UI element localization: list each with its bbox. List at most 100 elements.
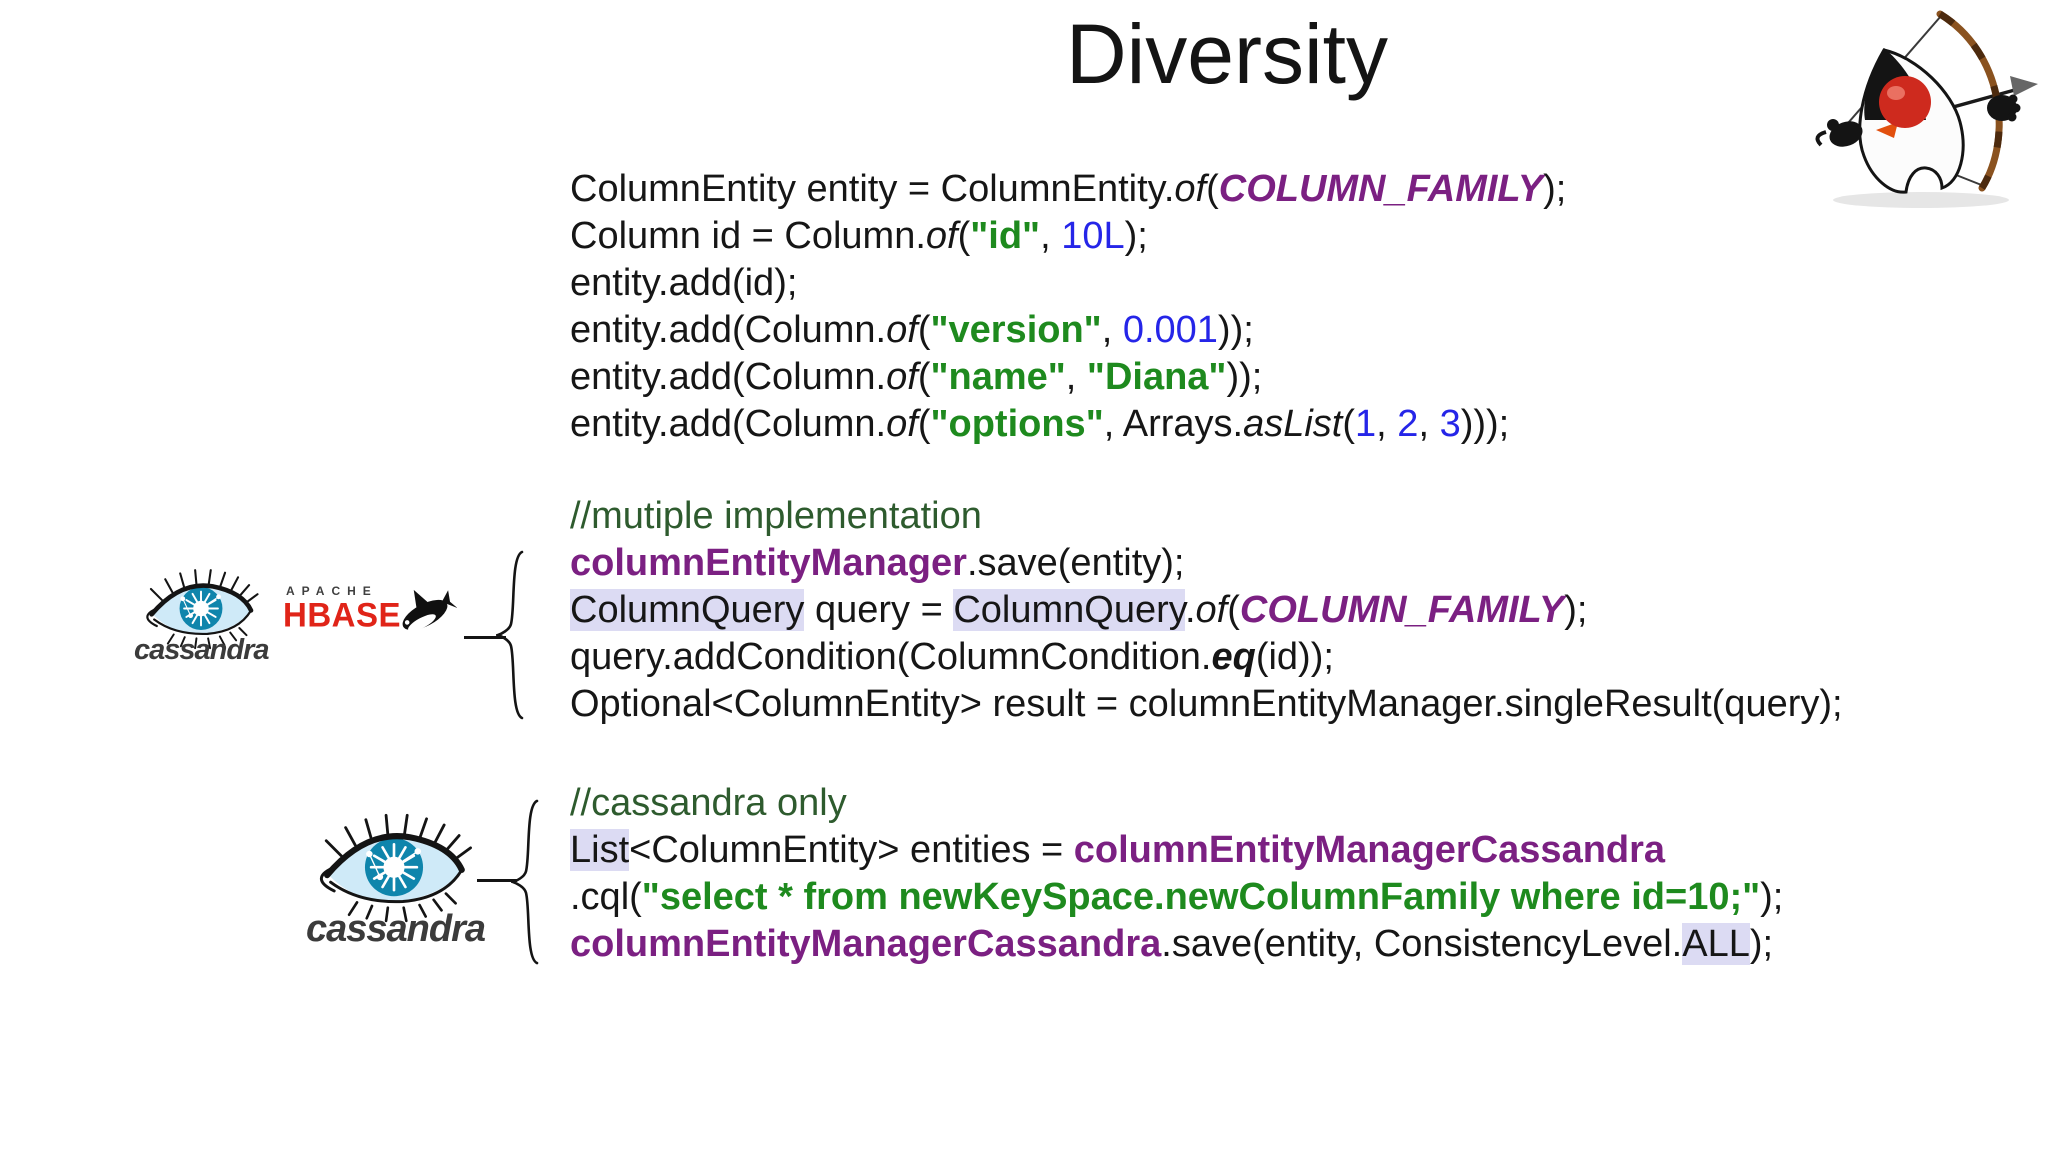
code-token: columnEntityManagerCassandra (570, 923, 1162, 965)
code-token: , Arrays. (1103, 403, 1244, 445)
code-line: List<ColumnEntity> entities = columnEnti… (570, 827, 1783, 874)
connector-line-cassandra (477, 879, 517, 882)
lower-eyelid (329, 868, 464, 904)
brace-multiple-implementation (496, 550, 524, 720)
code-token: )); (1226, 356, 1263, 398)
code-token: entity.add(Column. (570, 309, 887, 351)
orca-icon (402, 589, 457, 632)
code-token: ); (1760, 876, 1784, 918)
code-line: .cql("select * from newKeySpace.newColum… (570, 874, 1783, 921)
code-token: asList (1243, 403, 1343, 445)
code-token: , (1418, 403, 1440, 445)
duke-nose (1879, 76, 1931, 128)
bow-bands (1938, 11, 2003, 190)
code-token: List (570, 829, 630, 871)
hbase-apache-text: APACHE (286, 584, 378, 598)
code-line: ColumnEntity entity = ColumnEntity.of(CO… (570, 166, 1566, 213)
code-token: Optional<ColumnEntity> result = columnEn… (570, 683, 1843, 725)
code-line: entity.add(Column.of("options", Arrays.a… (570, 401, 1566, 448)
eyelashes-bottom (166, 627, 248, 650)
constellation (366, 848, 422, 881)
code-token: .save(entity, ConsistencyLevel. (1161, 923, 1683, 965)
code-token: //cassandra only (570, 782, 847, 824)
code-token: ); (1124, 215, 1148, 257)
code-token: "id" (970, 215, 1041, 257)
code-token: "name" (930, 356, 1066, 398)
code-token: 1 (1355, 403, 1377, 445)
archer-shadow (1833, 192, 2009, 208)
code-token: ))); (1460, 403, 1510, 445)
code-line: query.addCondition(ColumnCondition.eq(id… (570, 634, 1843, 681)
code-token: COLUMN_FAMILY (1218, 168, 1544, 210)
eyelashes-top (149, 569, 259, 603)
code-token: Column id = Column. (570, 215, 926, 257)
code-token: ColumnEntity entity = ColumnEntity. (570, 168, 1175, 210)
code-token: "select * from newKeySpace.newColumnFami… (641, 876, 1761, 918)
code-token: of (886, 309, 918, 351)
code-token: .cql( (570, 876, 642, 918)
code-token: ( (917, 309, 931, 351)
eye-corner (319, 866, 336, 893)
starburst-core (193, 600, 209, 617)
code-token: "Diana" (1086, 356, 1227, 398)
code-token: ); (1564, 589, 1588, 631)
upper-eyelid (324, 833, 465, 879)
code-token: , (1065, 356, 1087, 398)
code-line: entity.add(id); (570, 260, 1566, 307)
code-token: .save(entity); (966, 542, 1185, 584)
eyelashes-bottom (347, 892, 457, 923)
brace-cassandra-only (511, 799, 539, 965)
code-token: columnEntityManager (570, 542, 967, 584)
hbase-logo: APACHE HBASE (283, 584, 463, 648)
eyelashes-top (324, 813, 472, 859)
code-token: "version" (930, 309, 1102, 351)
starburst (369, 843, 419, 892)
code-token: of (886, 356, 918, 398)
code-token: ColumnQuery (953, 589, 1185, 631)
code-token: , (1376, 403, 1398, 445)
code-token: ( (917, 356, 931, 398)
code-token: of (1195, 589, 1228, 631)
code-line: //cassandra only (570, 780, 1783, 827)
code-token: query = (804, 589, 954, 631)
code-line: ColumnQuery query = ColumnQuery.of(COLUM… (570, 587, 1843, 634)
code-token: //mutiple implementation (570, 495, 982, 537)
code-token: ); (1543, 168, 1567, 210)
code-token: ( (1206, 168, 1219, 210)
right-hand (1987, 94, 2021, 122)
code-token: entity.add(Column. (570, 356, 887, 398)
code-token: ColumnQuery (570, 589, 805, 631)
code-token: of (886, 403, 918, 445)
code-line: Optional<ColumnEntity> result = columnEn… (570, 681, 1843, 728)
code-token: ); (1749, 923, 1774, 965)
cassandra-eye-icon (319, 813, 472, 923)
connector-line-hbase-cassandra (464, 636, 506, 639)
code-token: ( (957, 215, 971, 257)
upper-eyelid (149, 583, 254, 617)
code-token: of (1174, 168, 1207, 210)
code-line: Column id = Column.of("id", 10L); (570, 213, 1566, 260)
code-token: 10L (1061, 215, 1125, 257)
cassandra-eye-icon (146, 569, 259, 650)
code-token: ( (1227, 589, 1240, 631)
code-token: . (1184, 589, 1196, 631)
code-block-multiple-implementation: //mutiple implementation columnEntityMana… (570, 493, 1843, 728)
arrow-fletching (1876, 122, 1898, 138)
code-token: 3 (1439, 403, 1461, 445)
code-token: (id)); (1255, 636, 1334, 678)
arrowhead (2010, 76, 2038, 96)
cassandra-wordmark: cassandra (306, 908, 486, 950)
code-token: "options" (930, 403, 1104, 445)
code-token: entity.add(id); (570, 262, 798, 304)
lower-eyelid (153, 609, 253, 636)
code-token: eq (1211, 636, 1256, 678)
left-hand (1815, 119, 1863, 147)
code-token: <ColumnEntity> entities = (629, 829, 1074, 871)
code-token: , (1101, 309, 1123, 351)
eye-corner (146, 608, 158, 628)
constellation (180, 594, 221, 619)
starburst-core (383, 856, 405, 878)
java-duke-archer-icon (1815, 10, 2038, 208)
code-token: ALL (1682, 923, 1750, 965)
